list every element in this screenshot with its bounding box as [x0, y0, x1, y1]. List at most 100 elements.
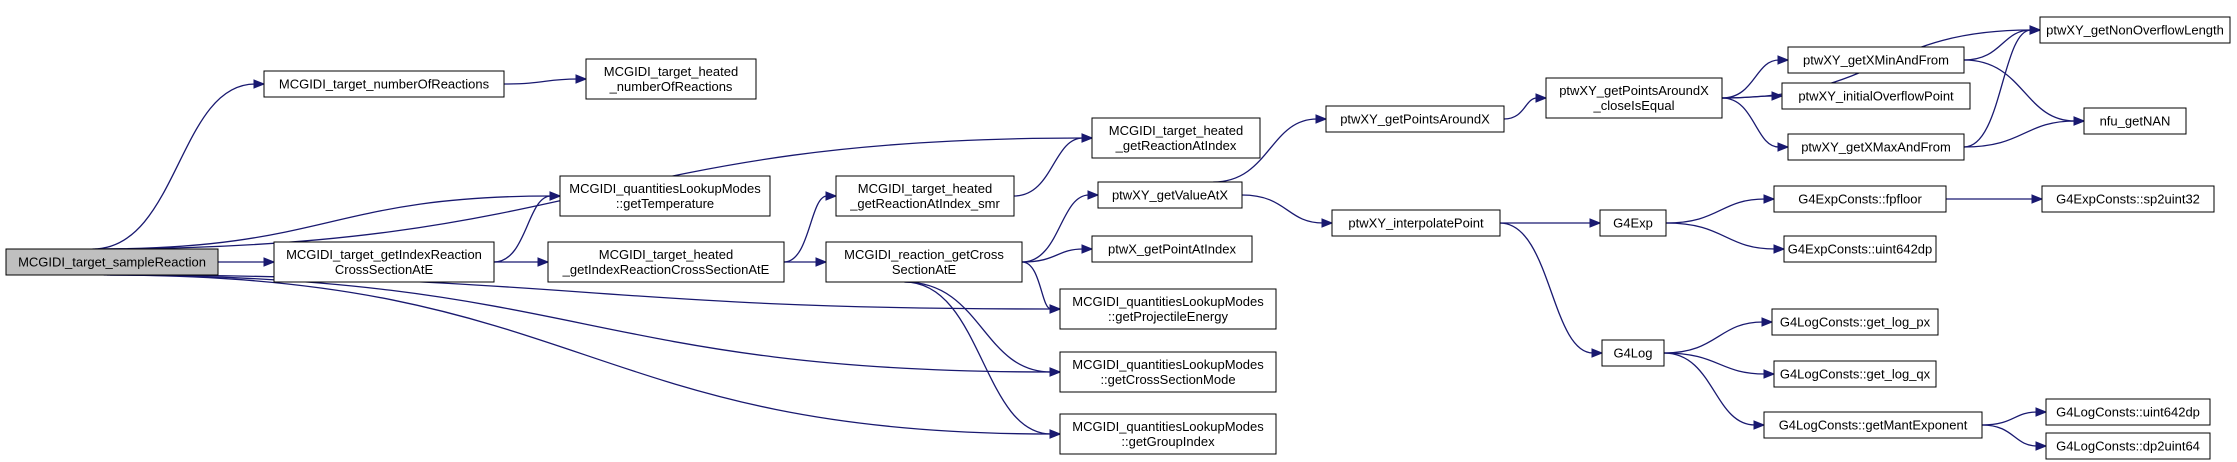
node-nfuGetNAN[interactable]: nfu_getNAN	[2083, 107, 2187, 135]
node-G4LogConstsGetLogQx[interactable]: G4LogConsts::get_log_qx	[1773, 360, 1937, 388]
edge-line	[1963, 29, 2032, 61]
node-box	[585, 58, 757, 100]
node-label: CrossSectionAtE	[335, 262, 434, 277]
node-box	[559, 175, 771, 217]
node-heatedGetReactionAtIndexSmr[interactable]: MCGIDI_target_heated_getReactionAtIndex_…	[835, 175, 1015, 217]
edge-line	[1665, 222, 1776, 250]
node-label: G4LogConsts::get_log_qx	[1780, 367, 1931, 382]
node-G4ExpConstsSp2uint32[interactable]: G4ExpConsts::sp2uint32	[2041, 185, 2215, 213]
edge-ptwXYInterpolatePoint-to-G4Exp	[1499, 218, 1602, 228]
arrow-head-icon	[2035, 441, 2048, 451]
node-ptwXYGetValueAtX[interactable]: ptwXY_getValueAtX	[1097, 181, 1243, 209]
node-getGroupIndex[interactable]: MCGIDI_quantitiesLookupModes::getGroupIn…	[1059, 413, 1277, 455]
node-label: G4Log	[1613, 346, 1652, 361]
edge-ptwXYGetPointsAroundXCloseIsEqual-to-ptwXYGetXMaxAndFrom	[1721, 97, 1790, 152]
edge-line	[1021, 248, 1084, 263]
node-label: nfu_getNAN	[2100, 114, 2171, 129]
edge-line	[1021, 194, 1090, 263]
node-box	[1771, 308, 1939, 336]
node-box	[1091, 117, 1261, 159]
node-heatedGetIndexReactionCrossSectionAtE[interactable]: MCGIDI_target_heated_getIndexReactionCro…	[547, 241, 785, 283]
node-sampleReaction[interactable]: MCGIDI_target_sampleReaction	[5, 248, 219, 276]
arrow-head-icon	[1589, 218, 1602, 228]
node-G4LogConstsGetMantExponent[interactable]: G4LogConsts::getMantExponent	[1763, 411, 1983, 439]
node-G4Log[interactable]: G4Log	[1601, 339, 1665, 367]
arrow-head-icon	[549, 191, 562, 201]
node-label: MCGIDI_target_heated	[1109, 123, 1243, 138]
edge-sampleReaction-to-getGroupIndex	[109, 274, 1062, 439]
arrow-head-icon	[1049, 429, 1062, 439]
node-label: MCGIDI_target_heated	[599, 247, 733, 262]
node-numberOfReactions[interactable]: MCGIDI_target_numberOfReactions	[263, 70, 505, 98]
node-box	[1787, 46, 1965, 74]
node-ptwXYGetPointsAroundXCloseIsEqual[interactable]: ptwXY_getPointsAroundX_closeIsEqual	[1545, 77, 1723, 119]
node-ptwXYInterpolatePoint[interactable]: ptwXY_interpolatePoint	[1331, 209, 1501, 237]
edge-ptwXYInterpolatePoint-to-G4Log	[1499, 222, 1604, 358]
edge-line	[493, 195, 552, 263]
node-box	[1331, 209, 1501, 237]
node-ptwXGetPointAtIndex[interactable]: ptwX_getPointAtIndex	[1091, 235, 1253, 263]
node-box	[1783, 235, 1937, 263]
node-G4LogConstsUint642dp[interactable]: G4LogConsts::uint642dp	[2045, 398, 2211, 426]
arrow-head-icon	[2035, 407, 2048, 417]
node-label: MCGIDI_reaction_getCross	[844, 247, 1004, 262]
node-box	[1601, 339, 1665, 367]
edge-line	[109, 274, 1052, 435]
arrow-head-icon	[253, 79, 266, 89]
edge-line	[1663, 352, 1756, 426]
node-label: ::getGroupIndex	[1121, 434, 1215, 449]
edge-heatedGetIndexReactionCrossSectionAtE-to-heatedGetReactionAtIndexSmr	[783, 191, 838, 263]
node-getProjectileEnergy[interactable]: MCGIDI_quantitiesLookupModes::getProject…	[1059, 288, 1277, 330]
arrow-head-icon	[1763, 369, 1776, 379]
node-G4LogConstsGetLogPx[interactable]: G4LogConsts::get_log_px	[1771, 308, 1939, 336]
node-label: ptwXY_getXMaxAndFrom	[1801, 140, 1951, 155]
node-box	[1773, 360, 1937, 388]
node-label: MCGIDI_target_numberOfReactions	[279, 77, 490, 92]
edge-sampleReaction-to-getCrossSectionMode	[106, 274, 1062, 377]
node-label: MCGIDI_target_sampleReaction	[18, 255, 206, 270]
node-label: MCGIDI_target_heated	[858, 181, 992, 196]
edge-line	[1721, 97, 1780, 148]
node-G4Exp[interactable]: G4Exp	[1599, 209, 1667, 237]
edge-getIndexReactionCrossSectionAtE-to-heatedGetIndexReactionCrossSectionAtE	[494, 257, 550, 267]
edge-reactionGetCrossSectionAtE-to-ptwXGetPointAtIndex	[1021, 244, 1094, 263]
node-label: _getIndexReactionCrossSectionAtE	[562, 262, 770, 277]
edge-line	[1499, 222, 1594, 354]
arrow-head-icon	[1087, 190, 1100, 200]
node-box	[1059, 413, 1277, 455]
edge-G4Log-to-G4LogConstsGetLogQx	[1663, 352, 1776, 379]
node-box	[1059, 288, 1277, 330]
edge-ptwXYGetXMinAndFrom-to-nfuGetNAN	[1963, 59, 2086, 126]
node-ptwXYInitialOverflowPoint[interactable]: ptwXY_initialOverflowPoint	[1781, 82, 1971, 110]
node-label: SectionAtE	[892, 262, 957, 277]
edge-G4Log-to-G4LogConstsGetLogPx	[1663, 317, 1774, 354]
arrow-head-icon	[815, 257, 828, 267]
node-getIndexReactionCrossSectionAtE[interactable]: MCGIDI_target_getIndexReactionCrossSecti…	[273, 241, 495, 283]
node-G4ExpConstsFpfloor[interactable]: G4ExpConsts::fpfloor	[1773, 185, 1947, 213]
edge-reactionGetCrossSectionAtE-to-getGroupIndex	[904, 281, 1062, 439]
node-getTemperature[interactable]: MCGIDI_quantitiesLookupModes::getTempera…	[559, 175, 771, 217]
arrow-head-icon	[1763, 194, 1776, 204]
node-ptwXYGetXMinAndFrom[interactable]: ptwXY_getXMinAndFrom	[1787, 46, 1965, 74]
node-label: ptwXY_getNonOverflowLength	[2046, 23, 2224, 38]
edge-line	[1963, 29, 2032, 148]
edge-line	[1981, 424, 2038, 447]
node-label: ::getProjectileEnergy	[1108, 309, 1228, 324]
node-ptwXYGetXMaxAndFrom[interactable]: ptwXY_getXMaxAndFrom	[1787, 133, 1965, 161]
node-G4LogConstsDp2uint64[interactable]: G4LogConsts::dp2uint64	[2045, 432, 2211, 460]
node-ptwXYGetPointsAroundX[interactable]: ptwXY_getPointsAroundX	[1325, 105, 1505, 133]
edge-line	[1021, 261, 1052, 310]
node-box	[2083, 107, 2187, 135]
node-G4ExpConstsUint642dp[interactable]: G4ExpConsts::uint642dp	[1783, 235, 1937, 263]
arrow-head-icon	[1777, 55, 1790, 65]
call-graph-nodes: MCGIDI_target_sampleReaction MCGIDI_targe…	[5, 16, 2231, 460]
node-heatedNumberOfReactions[interactable]: MCGIDI_target_heated_numberOfReactions	[585, 58, 757, 100]
node-box	[1599, 209, 1667, 237]
node-heatedGetReactionAtIndex[interactable]: MCGIDI_target_heated_getReactionAtIndex	[1091, 117, 1261, 159]
edge-G4Exp-to-G4ExpConstsFpfloor	[1665, 194, 1776, 224]
node-box	[835, 175, 1015, 217]
node-getCrossSectionMode[interactable]: MCGIDI_quantitiesLookupModes::getCrossSe…	[1059, 351, 1277, 393]
node-label: _getReactionAtIndex	[1115, 138, 1237, 153]
node-ptwXYGetNonOverflowLength[interactable]: ptwXY_getNonOverflowLength	[2039, 16, 2231, 44]
